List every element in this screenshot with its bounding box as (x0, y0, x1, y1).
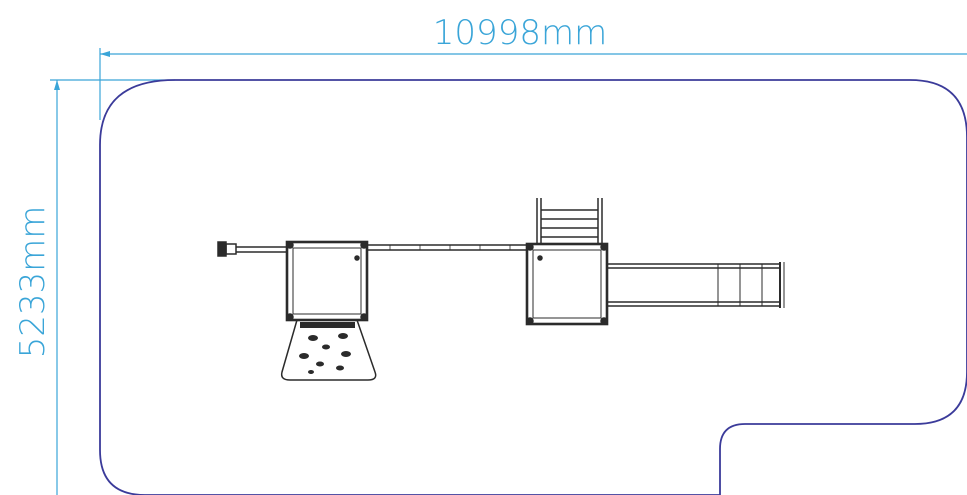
ladder (536, 198, 603, 244)
climbing-holds (299, 333, 351, 374)
left-access-bar (217, 241, 287, 257)
connecting-bridge (367, 244, 527, 251)
safety-zone-outline (99, 79, 967, 495)
climbing-wall (280, 319, 377, 381)
slide (607, 262, 785, 308)
width-dimension-label: 10998mm (433, 13, 607, 53)
left-deck-tower (285, 240, 369, 322)
height-dimension: 5233mm (13, 79, 175, 495)
width-arrow-head (100, 51, 110, 57)
playground-equipment (217, 198, 785, 381)
right-deck-tower (525, 242, 609, 326)
width-dimension: 10998mm (99, 13, 967, 120)
height-arrow-head (54, 80, 60, 90)
height-dimension-label: 5233mm (13, 206, 53, 359)
